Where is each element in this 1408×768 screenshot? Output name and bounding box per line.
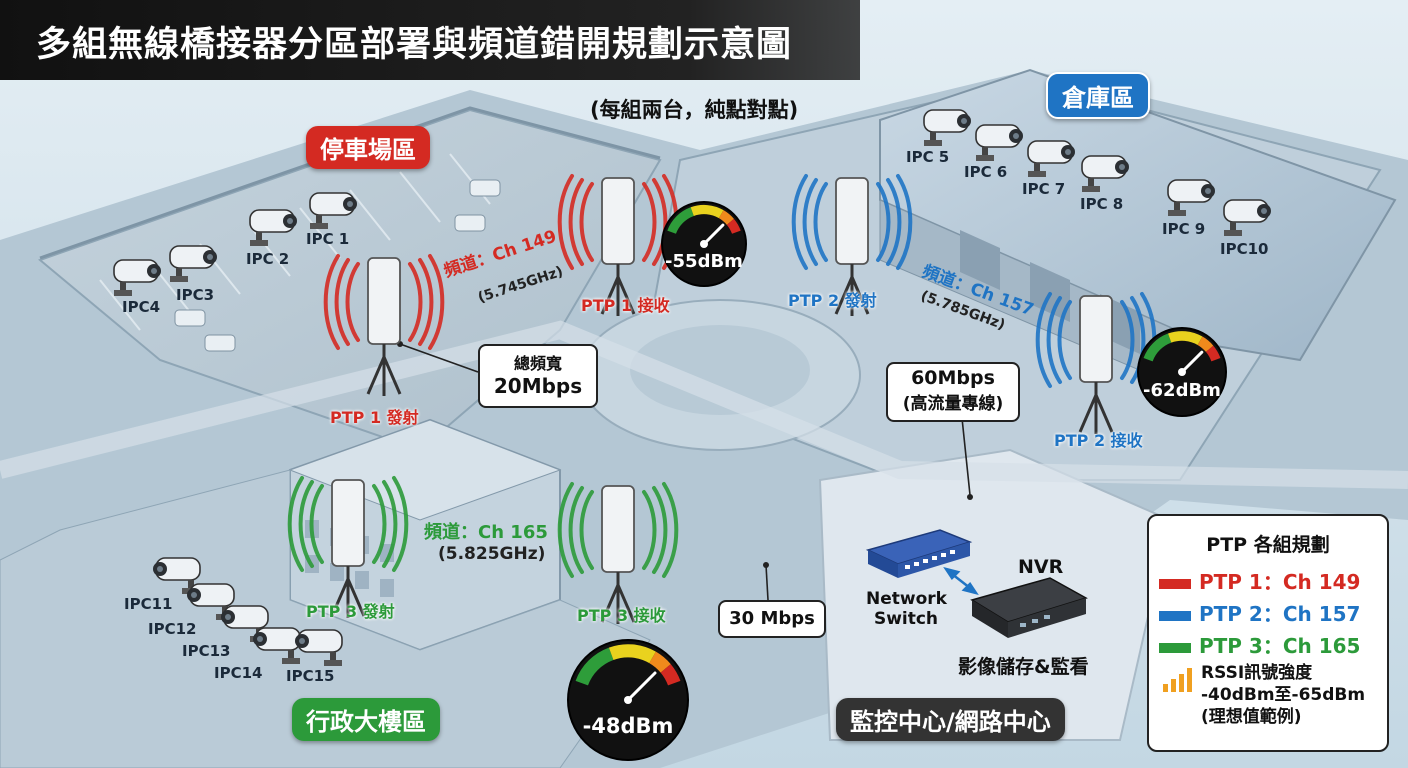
switch-label-line: Switch bbox=[873, 609, 939, 629]
camera-label: IPC 9 bbox=[1162, 220, 1206, 238]
rssi-gauge-icon: -62dBm bbox=[1137, 327, 1227, 417]
callout-line: 20Mbps bbox=[493, 374, 583, 398]
ptp1-rx-label: PTP 1 接收 bbox=[581, 296, 670, 315]
camera-label: IPC3 bbox=[176, 286, 215, 304]
camera-label: IPC10 bbox=[1220, 240, 1269, 258]
wireless-bridge-antenna-icon bbox=[791, 174, 913, 316]
camera-label: IPC12 bbox=[148, 620, 197, 638]
camera-label: IPC 6 bbox=[964, 163, 1008, 181]
rssi-gauge-icon: -55dBm bbox=[661, 201, 747, 287]
security-camera-icon bbox=[975, 124, 1023, 161]
camera-label: IPC 5 bbox=[906, 148, 950, 166]
camera-label: IPC 7 bbox=[1022, 180, 1066, 198]
legend-text: PTP 1：Ch 149 bbox=[1199, 570, 1361, 594]
camera-label: IPC4 bbox=[122, 298, 161, 316]
ptp2-tx-label: PTP 2 發射 bbox=[788, 291, 877, 310]
callout-line: 總頻寬 bbox=[513, 354, 562, 373]
camera-label: IPC 1 bbox=[306, 230, 350, 248]
security-camera-icon bbox=[253, 627, 301, 664]
network-switch-icon bbox=[865, 529, 973, 578]
security-camera-icon bbox=[1027, 140, 1075, 177]
security-camera-icon bbox=[309, 192, 357, 229]
legend-rssi-line: (理想值範例) bbox=[1201, 707, 1302, 727]
legend-panel: PTP 各組規劃 PTP 1：Ch 149 PTP 2：Ch 157 PTP 3… bbox=[1147, 514, 1389, 752]
camera-label: IPC14 bbox=[214, 664, 263, 682]
ptp1-tx-label: PTP 1 發射 bbox=[330, 408, 419, 427]
network-devices bbox=[865, 529, 1088, 638]
wireless-bridge-antenna-icon bbox=[557, 482, 679, 624]
wireless-bridge-antenna-icon bbox=[557, 174, 679, 316]
security-camera-icon bbox=[249, 209, 297, 246]
bandwidth-callout-admin: 30 Mbps bbox=[718, 600, 826, 638]
legend-swatch bbox=[1159, 642, 1191, 653]
security-camera-icon bbox=[1167, 179, 1215, 216]
legend-row-ptp2: PTP 2：Ch 157 bbox=[1159, 598, 1360, 627]
switch-label: Network Switch bbox=[866, 589, 947, 629]
camera-label: IPC 2 bbox=[246, 250, 290, 268]
legend-row-ptp3: PTP 3：Ch 165 bbox=[1159, 630, 1360, 659]
security-camera-icon bbox=[295, 629, 343, 666]
rssi-value: -55dBm bbox=[665, 251, 743, 272]
nvr-icon bbox=[970, 577, 1088, 638]
wireless-bridge-antenna-icon bbox=[323, 254, 445, 396]
zone-badge-admin: 行政大樓區 bbox=[292, 698, 440, 741]
security-camera-icon bbox=[1223, 199, 1271, 236]
switch-label-line: Network bbox=[866, 589, 947, 609]
legend-rssi-line: RSSI訊號強度 bbox=[1201, 663, 1313, 683]
wireless-bridge-antenna-icon bbox=[287, 476, 409, 618]
ptp3-rx-label: PTP 3 接收 bbox=[577, 606, 666, 625]
legend-swatch bbox=[1159, 610, 1191, 621]
camera-label: IPC13 bbox=[182, 642, 231, 660]
ptp3-tx-label: PTP 3 發射 bbox=[306, 602, 395, 621]
security-camera-icon bbox=[169, 245, 217, 282]
legend-row-ptp1: PTP 1：Ch 149 bbox=[1159, 566, 1360, 595]
legend-swatch bbox=[1159, 578, 1191, 589]
legend-title: PTP 各組規劃 bbox=[1206, 534, 1330, 556]
security-camera-icon bbox=[153, 557, 201, 594]
legend-text: PTP 2：Ch 157 bbox=[1199, 602, 1361, 626]
camera-label: IPC 8 bbox=[1080, 195, 1124, 213]
zone-badge-control: 監控中心/網路中心 bbox=[836, 698, 1065, 741]
zone-badge-warehouse: 倉庫區 bbox=[1046, 72, 1150, 119]
ptp2-rx-label: PTP 2 接收 bbox=[1054, 431, 1143, 450]
page-title: 多組無線橋接器分區部署與頻道錯開規劃示意圖 bbox=[36, 25, 793, 65]
rssi-value: -48dBm bbox=[583, 714, 674, 738]
security-camera-icon bbox=[923, 109, 971, 146]
bandwidth-callout-parking: 總頻寬 20Mbps bbox=[478, 344, 598, 408]
title-bar bbox=[0, 0, 860, 80]
rssi-value: -62dBm bbox=[1143, 380, 1221, 401]
zone-badge-parking: 停車場區 bbox=[306, 126, 430, 169]
ptp3-frequency-label: (5.825GHz) bbox=[438, 544, 546, 564]
security-camera-icon bbox=[113, 259, 161, 296]
legend-rssi-line: -40dBm至-65dBm bbox=[1201, 685, 1366, 705]
rssi-gauge-icon: -48dBm bbox=[567, 639, 689, 761]
signal-bars-icon bbox=[1163, 668, 1192, 692]
ptp3-channel-label: 頻道：Ch 165 bbox=[424, 522, 548, 543]
nvr-label: NVR bbox=[1018, 556, 1064, 578]
bandwidth-callout-warehouse: 60Mbps (高流量專線) bbox=[886, 362, 1020, 422]
legend-text: PTP 3：Ch 165 bbox=[1199, 634, 1361, 658]
security-camera-icon bbox=[1081, 155, 1129, 192]
page-subtitle: (每組兩台，純點對點) bbox=[590, 98, 799, 122]
callout-line: (高流量專線) bbox=[902, 394, 1004, 414]
callout-line: 60Mbps bbox=[911, 367, 995, 389]
camera-label: IPC15 bbox=[286, 667, 335, 685]
camera-label: IPC11 bbox=[124, 595, 173, 613]
nvr-description: 影像儲存&監看 bbox=[958, 656, 1089, 678]
